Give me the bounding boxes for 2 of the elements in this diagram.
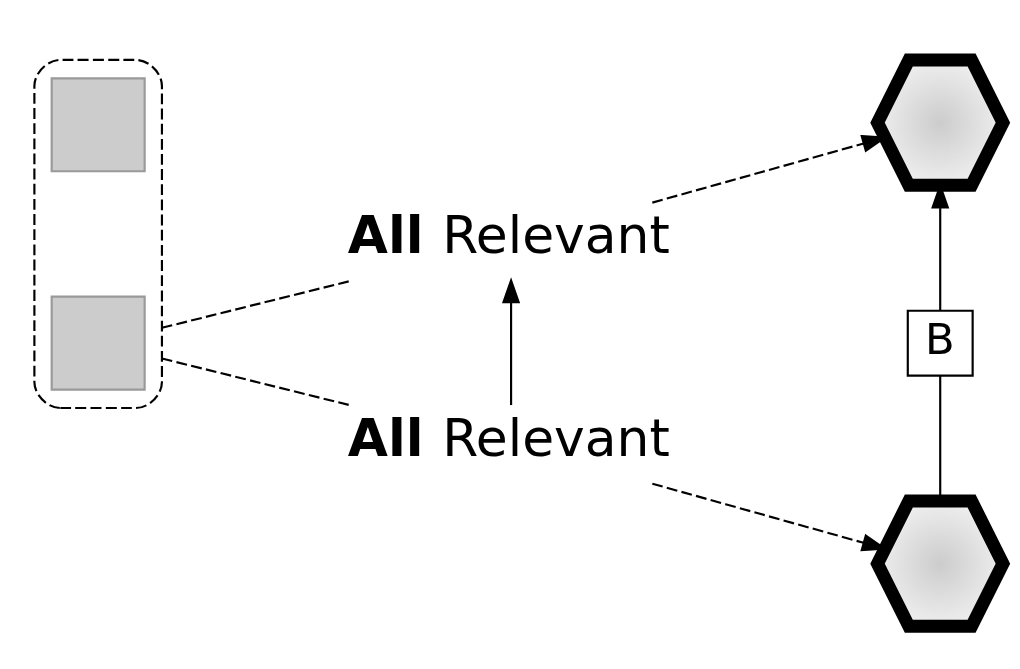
node-text: All Relevant [347,204,670,265]
node-text: All Relevant [347,408,670,468]
